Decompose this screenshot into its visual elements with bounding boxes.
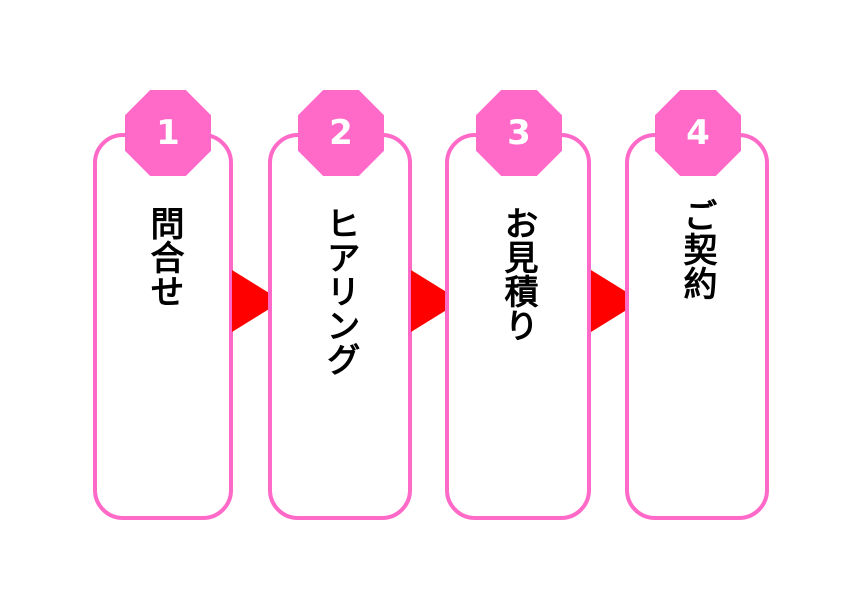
step-number-2: 2	[329, 113, 353, 153]
step-badge-2: 2	[298, 90, 384, 176]
step-badge-3: 3	[476, 90, 562, 176]
step-box-3[interactable]	[445, 133, 591, 520]
step-label-4: ご契約	[677, 198, 718, 300]
step-badge-1: 1	[125, 90, 211, 176]
step-badge-4: 4	[655, 90, 741, 176]
step-number-3: 3	[507, 113, 531, 153]
step-label-1: 問合せ	[144, 206, 185, 308]
step-box-4[interactable]	[625, 133, 769, 520]
step-number-1: 1	[156, 113, 180, 153]
step-box-1[interactable]	[93, 133, 233, 520]
step-number-4: 4	[686, 113, 710, 153]
step-label-3: お見積り	[498, 206, 539, 342]
step-label-2: ヒアリング	[320, 206, 361, 376]
